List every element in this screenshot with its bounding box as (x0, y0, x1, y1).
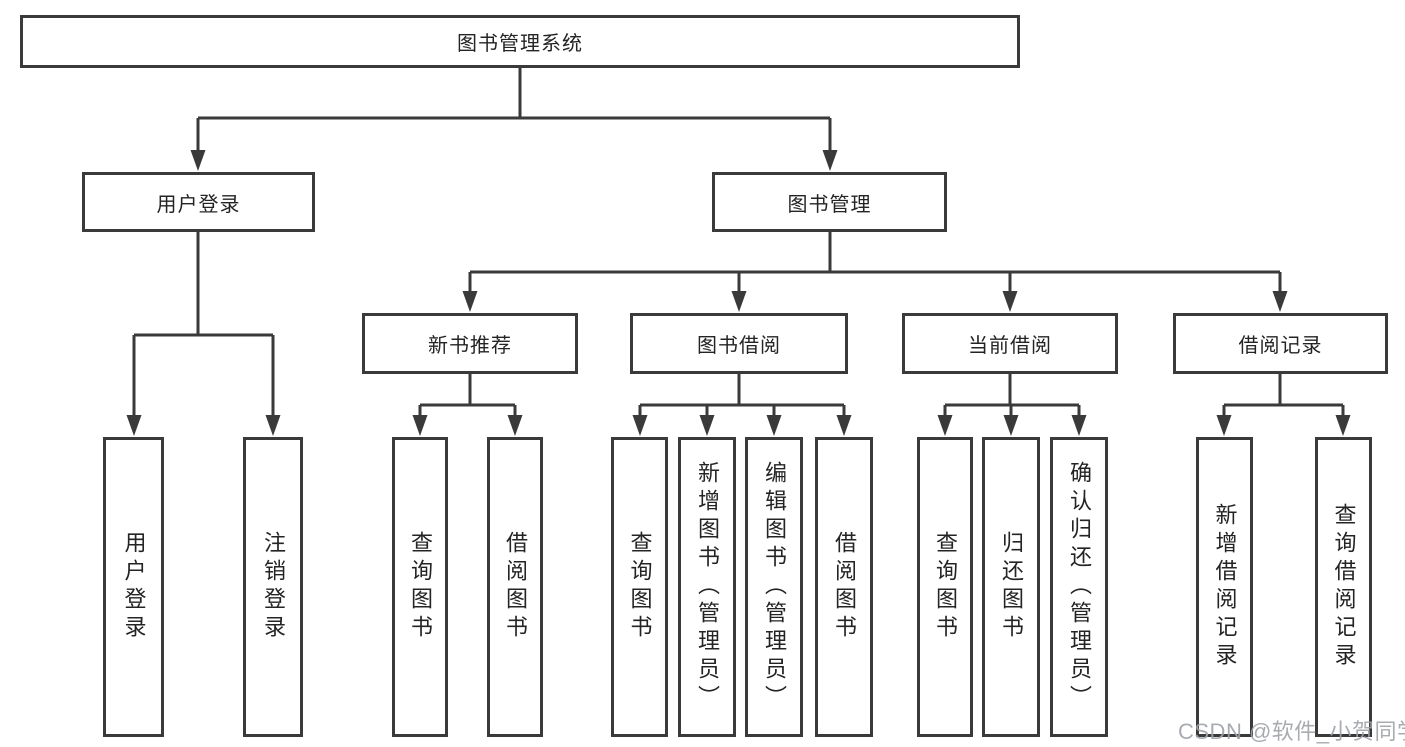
leaf-query-books-current: 查询图书 (917, 437, 973, 737)
node-book-management: 图书管理 (712, 172, 947, 232)
leaf-query-books-borrowing: 查询图书 (611, 437, 668, 737)
leaf-user-login: 用户登录 (103, 437, 164, 737)
connector-edges (132, 68, 1345, 421)
leaf-confirm-return-admin: 确认归还（管理员） (1050, 437, 1108, 737)
leaf-add-borrow-record: 新增借阅记录 (1196, 437, 1253, 737)
node-borrowing-records: 借阅记录 (1173, 313, 1388, 374)
leaf-borrow-books-recommend: 借阅图书 (487, 437, 543, 737)
node-current-borrowing: 当前借阅 (902, 313, 1118, 374)
node-book-borrowing: 图书借阅 (630, 313, 848, 374)
leaf-query-books-recommend: 查询图书 (392, 437, 448, 737)
leaf-query-borrow-record: 查询借阅记录 (1315, 437, 1372, 737)
leaf-logout: 注销登录 (243, 437, 303, 737)
node-user-login: 用户登录 (82, 172, 315, 232)
leaf-return-books: 归还图书 (982, 437, 1040, 737)
leaf-add-books-admin: 新增图书（管理员） (678, 437, 736, 737)
node-library-management-system: 图书管理系统 (20, 15, 1020, 68)
arrowheads (126, 150, 1351, 436)
leaf-borrow-books: 借阅图书 (815, 437, 873, 737)
node-new-book-recommend: 新书推荐 (362, 313, 578, 374)
csdn-watermark: CSDN @软件_小贺同学 (1178, 719, 1405, 744)
leaf-edit-books-admin: 编辑图书（管理员） (745, 437, 803, 737)
